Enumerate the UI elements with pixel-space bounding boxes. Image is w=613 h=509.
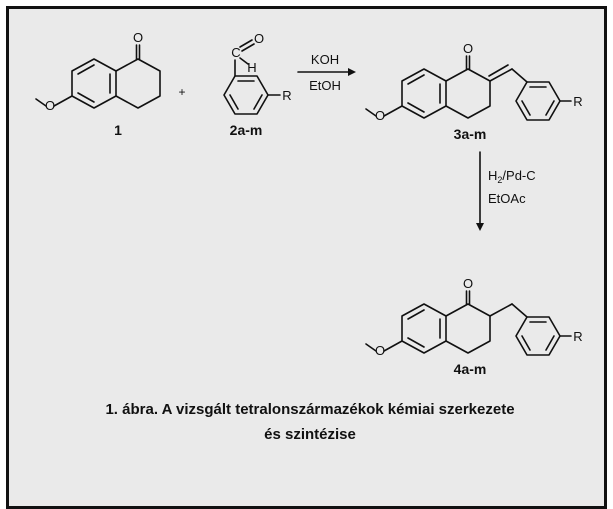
step1-solvent: EtOH <box>309 78 341 93</box>
caption-line-2: és szintézise <box>264 426 356 443</box>
compound-3-carbonyl-oxygen: O <box>463 41 473 56</box>
reaction-arrowhead-step2 <box>476 223 484 231</box>
compound-2-aldehyde-carbon: C <box>231 45 240 60</box>
compound-2-aldehyde-hydrogen: H <box>247 60 256 75</box>
compound-3-methoxy-oxygen: O <box>375 108 385 123</box>
reaction-arrowhead-step1 <box>348 68 356 76</box>
step1-reagent: KOH <box>311 52 339 67</box>
compound-1-label: 1 <box>114 122 122 138</box>
compound-3-substituent: R <box>573 94 582 109</box>
compound-4-label: 4a-m <box>454 361 487 377</box>
step2-reagent: H2/Pd-C <box>488 168 536 185</box>
step2-solvent: EtOAc <box>488 191 526 206</box>
compound-1-carbonyl-oxygen: O <box>133 30 143 45</box>
compound-4-carbonyl-oxygen: O <box>463 276 473 291</box>
compound-3-structure <box>365 55 572 121</box>
compound-4-methoxy-oxygen: O <box>375 343 385 358</box>
plus-sign: + <box>178 85 185 99</box>
compound-1-methoxy-oxygen: O <box>45 98 55 113</box>
compound-2-aldehyde-oxygen: O <box>254 31 264 46</box>
caption-line-1: 1. ábra. A vizsgált tetralonszármazékok … <box>105 401 514 418</box>
compound-2-label: 2a-m <box>230 122 263 138</box>
compound-2-substituent: R <box>282 88 291 103</box>
compound-4-structure <box>365 290 572 356</box>
compound-4-substituent: R <box>573 329 582 344</box>
compound-2-structure <box>223 39 281 115</box>
compound-3-label: 3a-m <box>454 126 487 142</box>
figure-frame <box>6 6 607 509</box>
compound-1-structure <box>35 44 161 109</box>
